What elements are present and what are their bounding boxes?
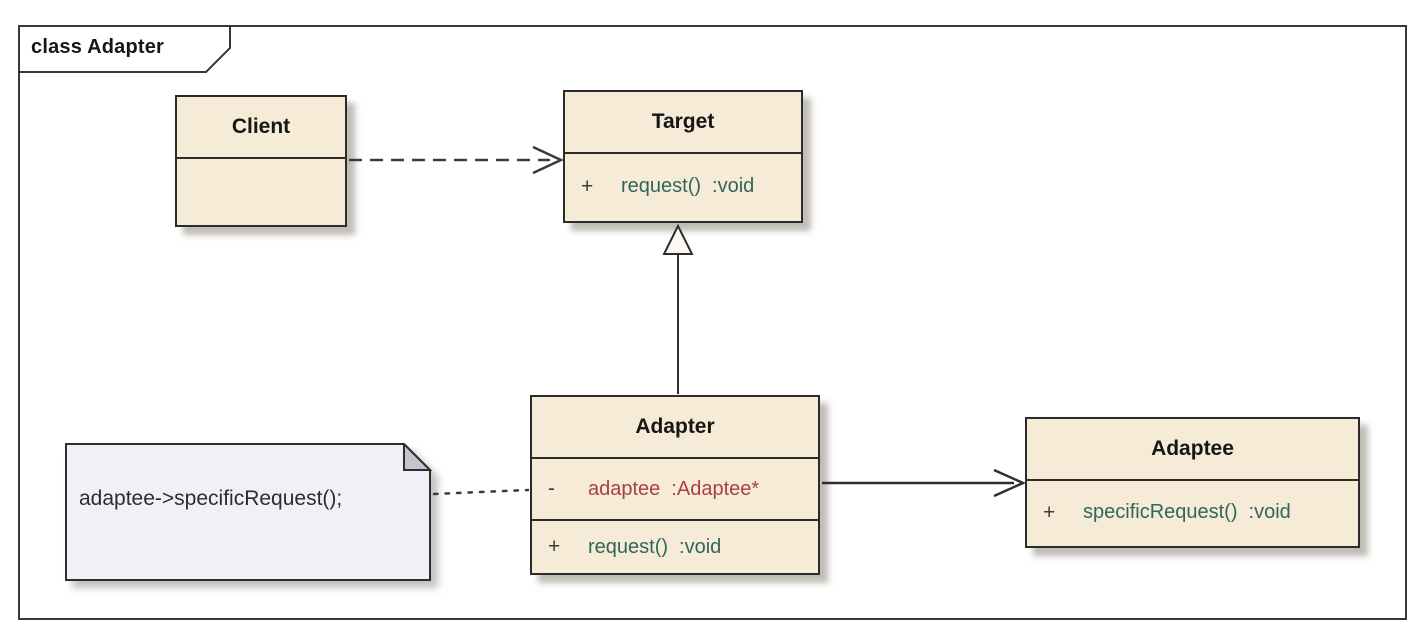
class-adaptee: Adaptee + specificRequest() :void [1025, 417, 1360, 548]
class-target-title: Target [565, 92, 801, 154]
visibility-sign: + [581, 174, 594, 198]
class-client-title: Client [177, 97, 345, 159]
class-adapter-title: Adapter [532, 397, 818, 459]
method-row: + specificRequest() :void [1027, 481, 1358, 544]
method-signature: specificRequest() :void [1083, 501, 1291, 524]
frame-title: class Adapter [31, 36, 165, 58]
method-return-type: :void [712, 175, 755, 197]
class-adaptee-title: Adaptee [1027, 419, 1358, 481]
method-name: specificRequest() [1083, 501, 1238, 523]
method-signature: request() :void [621, 175, 754, 198]
method-row: + request() :void [565, 154, 801, 219]
attribute-signature: adaptee :Adaptee* [588, 478, 759, 501]
note-text: adaptee->specificRequest(); [79, 487, 343, 510]
visibility-sign: + [1043, 500, 1056, 524]
note: adaptee->specificRequest(); [65, 443, 432, 581]
method-row: + request() :void [532, 521, 818, 573]
class-client: Client [175, 95, 347, 227]
note-shape [65, 443, 432, 581]
note-fold-icon [403, 443, 432, 471]
attribute-name: adaptee [588, 477, 661, 500]
visibility-sign: - [548, 477, 555, 500]
attribute-type: :Adaptee* [671, 477, 760, 500]
method-name: request() [621, 175, 702, 197]
method-signature: request() :void [588, 536, 721, 559]
frame-title-tab: class Adapter [18, 25, 232, 74]
method-return-type: :void [679, 535, 722, 558]
class-adapter: Adapter - adaptee :Adaptee* + request() :v… [530, 395, 820, 575]
frame-tab-shape [18, 25, 231, 73]
class-target: Target + request() :void [563, 90, 803, 223]
method-name: request() [588, 535, 669, 558]
attribute-row: - adaptee :Adaptee* [532, 459, 818, 521]
visibility-sign: + [548, 535, 561, 558]
class-client-empty-compartment [177, 159, 345, 223]
method-return-type: :void [1248, 501, 1291, 523]
